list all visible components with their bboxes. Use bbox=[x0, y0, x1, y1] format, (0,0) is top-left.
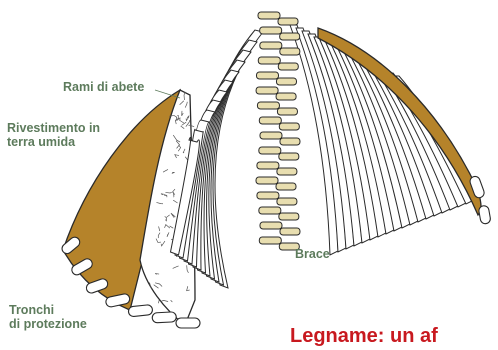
chimney-log bbox=[259, 207, 281, 214]
label-protective-logs: Tronchi di protezione bbox=[9, 303, 87, 331]
chimney-log bbox=[276, 78, 296, 85]
central-chimney bbox=[256, 12, 300, 250]
chimney-log bbox=[256, 72, 278, 79]
chimney-log bbox=[279, 213, 299, 220]
chimney-log bbox=[276, 93, 296, 100]
chimney-log bbox=[279, 123, 299, 130]
section-heading: Legname: un af bbox=[290, 322, 438, 350]
label-wet-earth-line1: Rivestimento in bbox=[7, 121, 100, 135]
chimney-log bbox=[278, 63, 298, 70]
chimney-log bbox=[257, 192, 279, 199]
chimney-log bbox=[259, 237, 281, 244]
chimney-log bbox=[277, 168, 297, 175]
chimney-log bbox=[257, 102, 279, 109]
chimney-log bbox=[259, 147, 281, 154]
chimney-log bbox=[257, 162, 279, 169]
chimney-log bbox=[256, 177, 278, 184]
protective-log bbox=[478, 205, 491, 224]
protective-log bbox=[128, 304, 153, 316]
chimney-log bbox=[280, 138, 300, 145]
chimney-log bbox=[277, 198, 297, 205]
protective-log bbox=[152, 312, 176, 323]
chimney-log bbox=[280, 48, 300, 55]
chimney-log bbox=[276, 183, 296, 190]
label-fir-branches: Rami di abete bbox=[63, 80, 144, 94]
protective-log bbox=[176, 318, 200, 328]
chimney-log bbox=[260, 222, 282, 229]
chimney-log bbox=[256, 87, 278, 94]
label-protective-logs-line1: Tronchi bbox=[9, 303, 87, 317]
chimney-log bbox=[258, 12, 280, 19]
chimney-log bbox=[258, 57, 280, 64]
chimney-log bbox=[278, 18, 298, 25]
chimney-log bbox=[279, 153, 299, 160]
chimney-log bbox=[260, 42, 282, 49]
chimney-log bbox=[280, 33, 300, 40]
label-wet-earth-covering: Rivestimento in terra umida bbox=[7, 121, 100, 149]
label-embers: Brace bbox=[295, 247, 330, 261]
chimney-log bbox=[260, 132, 282, 139]
chimney-log bbox=[260, 27, 282, 34]
chimney-log bbox=[277, 108, 297, 115]
chimney-log bbox=[259, 117, 281, 124]
chimney-log bbox=[280, 228, 300, 235]
label-protective-logs-line2: di protezione bbox=[9, 317, 87, 331]
label-wet-earth-line2: terra umida bbox=[7, 135, 100, 149]
